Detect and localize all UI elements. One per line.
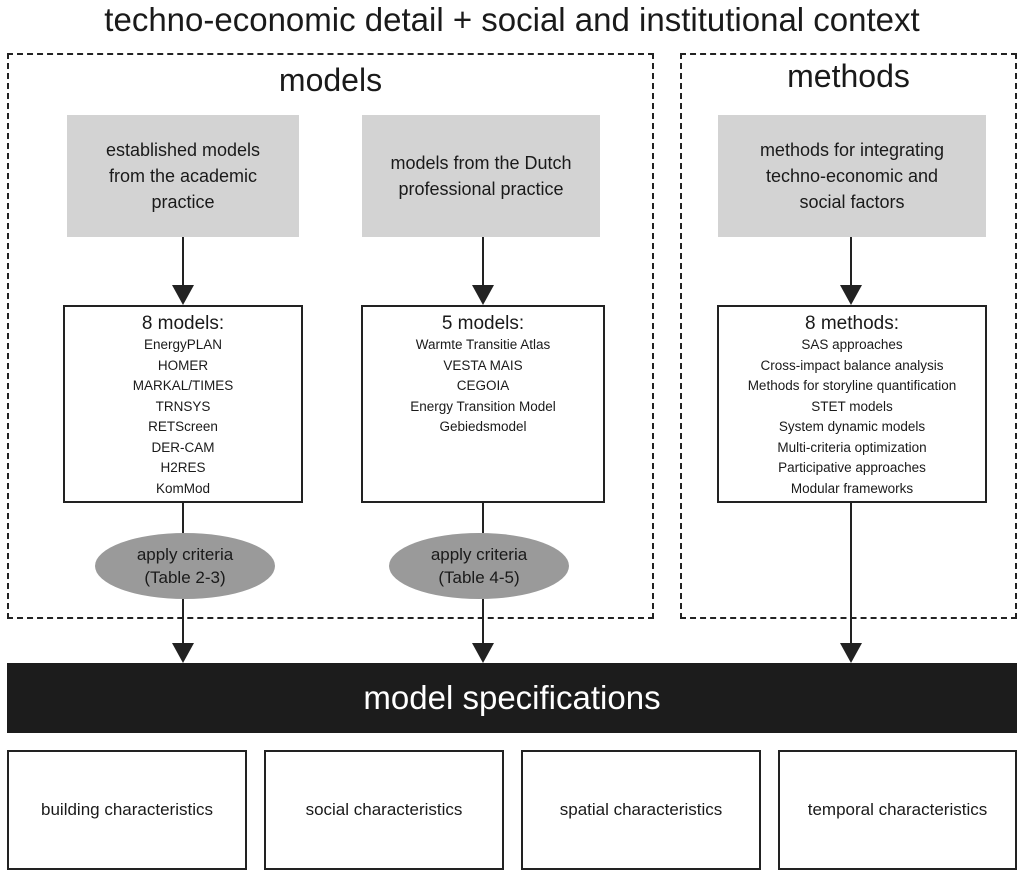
academic-box-line: established models xyxy=(105,140,261,160)
criteria-oval-dutch: apply criteria (Table 4-5) xyxy=(389,533,569,599)
arrow-line xyxy=(850,237,852,287)
list-item: Gebiedsmodel xyxy=(439,419,527,434)
academic-models-list: 8 models: EnergyPLAN HOMER MARKAL/TIMES … xyxy=(63,305,303,503)
list-item: Modular frameworks xyxy=(790,480,914,496)
diagram-title: techno-economic detail + social and inst… xyxy=(104,1,920,38)
temporal-characteristics-box: temporal characteristics xyxy=(778,750,1017,870)
list-item: TRNSYS xyxy=(155,398,211,414)
list-item: DER-CAM xyxy=(151,439,215,455)
academic-box-line: from the academic xyxy=(108,166,258,186)
list-item: Warmte Transitie Atlas xyxy=(415,337,551,352)
list-item: HOMER xyxy=(157,357,209,373)
list-item: System dynamic models xyxy=(778,419,926,434)
list-item: Energy Transition Model xyxy=(410,398,556,414)
list-item: CEGOIA xyxy=(456,378,510,393)
spatial-characteristics-box: spatial characteristics xyxy=(521,750,761,870)
model-specifications-bar: model specifications xyxy=(7,663,1017,733)
list-title: 8 methods: xyxy=(805,313,899,334)
academic-box-line: practice xyxy=(151,192,215,212)
list-item: SAS approaches xyxy=(801,337,903,352)
list-item: VESTA MAIS xyxy=(443,357,523,373)
criteria-line: apply criteria xyxy=(136,545,234,564)
arrow-head-icon xyxy=(172,643,194,663)
methods-section-title: methods xyxy=(787,58,910,94)
list-item: Cross-impact balance analysis xyxy=(760,357,944,373)
dutch-box-line: models from the Dutch xyxy=(390,153,572,173)
list-item: RETScreen xyxy=(148,419,218,434)
methods-list: 8 methods: SAS approaches Cross-impact b… xyxy=(717,305,987,503)
criteria-line: apply criteria xyxy=(430,545,528,564)
social-characteristics-box: social characteristics xyxy=(264,750,504,870)
criteria-line: (Table 2-3) xyxy=(144,568,226,587)
list-item: EnergyPLAN xyxy=(143,337,223,352)
arrow-head-icon xyxy=(840,643,862,663)
arrow-line xyxy=(482,237,484,287)
methods-box-line: methods for integrating xyxy=(759,140,945,160)
methods-box-line: techno-economic and xyxy=(765,166,939,186)
connector-line xyxy=(182,503,184,533)
connector-line xyxy=(482,503,484,533)
models-section-title: models xyxy=(278,62,383,98)
list-item: KomMod xyxy=(155,480,211,496)
dutch-models-box: models from the Dutch professional pract… xyxy=(362,115,600,237)
arrow-head-icon xyxy=(172,285,194,305)
academic-models-box: established models from the academic pra… xyxy=(67,115,299,237)
criteria-oval-academic: apply criteria (Table 2-3) xyxy=(95,533,275,599)
models-section xyxy=(7,53,654,619)
list-item: STET models xyxy=(811,398,893,414)
building-characteristics-box: building characteristics xyxy=(7,750,247,870)
list-item: Multi-criteria optimization xyxy=(777,439,927,455)
methods-box-line: social factors xyxy=(799,192,905,212)
list-item: Methods for storyline quantification xyxy=(747,378,957,393)
arrow-head-icon xyxy=(472,285,494,305)
arrow-line xyxy=(850,503,852,645)
list-item: MARKAL/TIMES xyxy=(132,378,234,393)
methods-section xyxy=(680,53,1017,619)
list-title: 8 models: xyxy=(141,313,225,334)
list-item: Participative approaches xyxy=(778,460,926,475)
arrow-line xyxy=(182,599,184,645)
arrow-head-icon xyxy=(472,643,494,663)
dutch-models-list: 5 models: Warmte Transitie Atlas VESTA M… xyxy=(361,305,605,503)
arrow-line xyxy=(482,599,484,645)
list-item: H2RES xyxy=(160,460,206,475)
arrow-head-icon xyxy=(840,285,862,305)
arrow-line xyxy=(182,237,184,287)
methods-box: methods for integrating techno-economic … xyxy=(718,115,986,237)
dutch-box-line: professional practice xyxy=(398,179,564,199)
criteria-line: (Table 4-5) xyxy=(438,568,520,587)
list-title: 5 models: xyxy=(441,313,525,334)
